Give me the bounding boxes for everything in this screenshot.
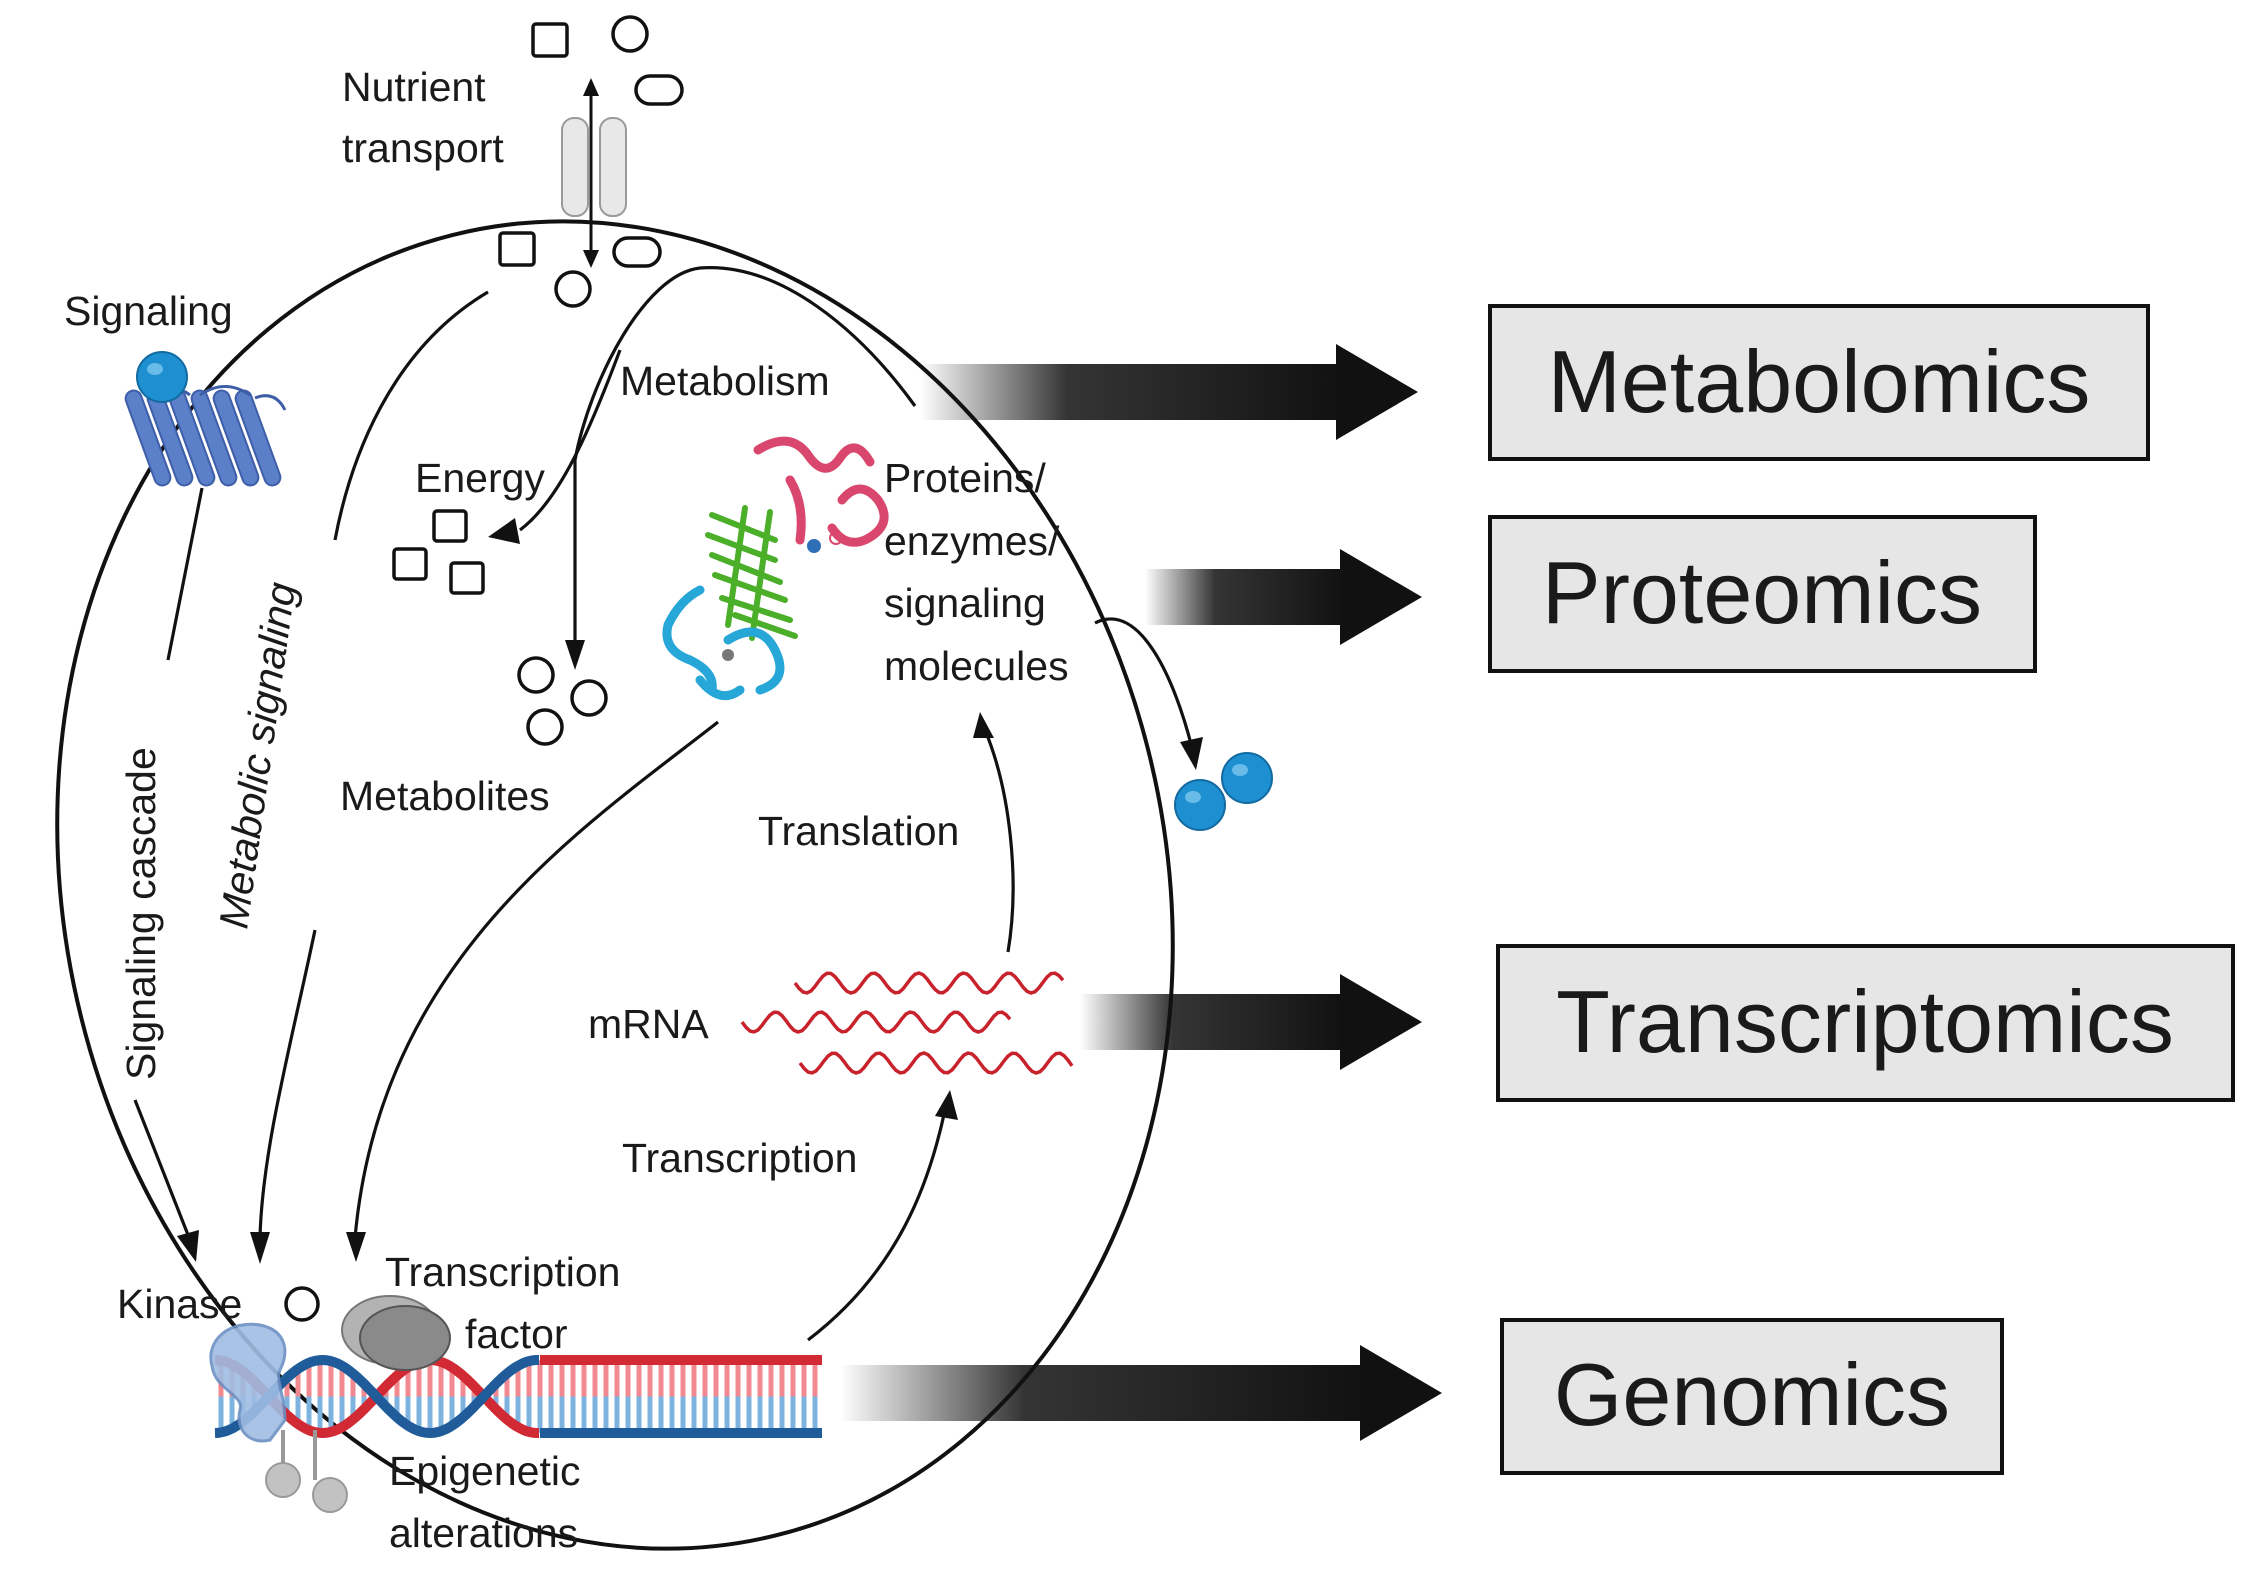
signaling-cascade-label: Signaling cascade [118, 747, 164, 1080]
energy-molecules [392, 509, 485, 595]
transcription-label: Transcription [622, 1135, 857, 1181]
proteomics-arrow [1145, 549, 1422, 645]
transcriptomics-arrow [1080, 974, 1422, 1070]
metabolite-molecules [517, 656, 608, 746]
metabolic-signaling-label: Metabolic signaling [210, 579, 304, 931]
metabolomics-box: Metabolomics [1488, 304, 2150, 461]
protein-ribbon-icon [662, 436, 889, 701]
metabolic-signaling-arrow [250, 290, 489, 1264]
signaling-label: Signaling [64, 288, 233, 334]
protein-feedback-arrow [346, 720, 719, 1262]
transcription-factor-label-2: factor [465, 1311, 568, 1357]
secreted-molecules-icon [1174, 752, 1273, 831]
translation-arrow [973, 712, 1015, 953]
transcriptomics-box: Transcriptomics [1496, 944, 2235, 1102]
kinase-icon [209, 1322, 287, 1443]
proteomics-text: Proteomics [1542, 543, 1982, 642]
metabolism-arrows [488, 266, 917, 670]
energy-label: Energy [415, 455, 545, 501]
proteins-label-2: enzymes/ [884, 518, 1060, 564]
mrna-label: mRNA [588, 1001, 709, 1047]
genomics-arrow [840, 1345, 1442, 1441]
proteins-label-4: molecules [884, 643, 1069, 689]
secretion-arrow [1094, 617, 1203, 770]
metabolism-label: Metabolism [620, 358, 830, 404]
epigenetic-label-2: alterations [389, 1510, 578, 1556]
membrane-transporter-icon [561, 117, 627, 217]
gpcr-receptor-icon [124, 351, 287, 487]
transcription-factor-icon [341, 1295, 451, 1371]
genomics-text: Genomics [1554, 1345, 1950, 1444]
transport-arrow [583, 78, 599, 268]
proteins-label-3: signaling [884, 580, 1046, 626]
signaling-cascade-arrow [133, 487, 204, 1262]
transcription-factor-label-1: Transcription [385, 1249, 620, 1295]
transcription-arrow [807, 1090, 958, 1342]
proteomics-box: Proteomics [1488, 515, 2037, 673]
metabolites-label: Metabolites [340, 773, 550, 819]
nutrient-transport-label-1: Nutrient [342, 64, 486, 110]
metabolomics-text: Metabolomics [1548, 332, 2091, 431]
signaling-ligand-icon [136, 351, 188, 403]
epigenetic-label-1: Epigenetic [389, 1448, 580, 1494]
nutrient-molecules-outside [531, 15, 684, 106]
mrna-strand-icon [740, 971, 1074, 1075]
genomics-box: Genomics [1500, 1318, 2004, 1475]
translation-label: Translation [758, 808, 959, 854]
dna-helix-icon [214, 1354, 822, 1439]
kinase-substrate-icon [284, 1286, 320, 1322]
proteins-label-1: Proteins/ [884, 455, 1046, 501]
transcriptomics-text: Transcriptomics [1556, 972, 2174, 1071]
cell-outline [55, 219, 1175, 1551]
nutrient-transport-label-2: transport [342, 125, 504, 171]
nutrient-molecules-inside [498, 231, 662, 308]
metabolomics-arrow [920, 344, 1418, 440]
kinase-label: Kinase [117, 1281, 242, 1327]
epigenetic-mark-icon [265, 1430, 348, 1513]
